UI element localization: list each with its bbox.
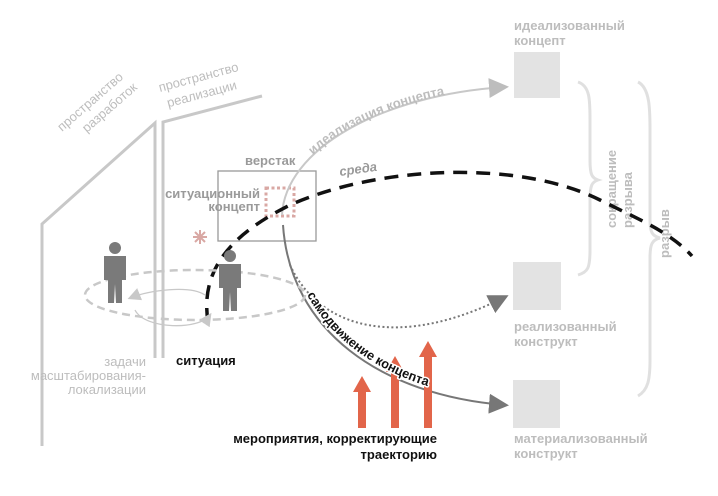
situational-concept-marker: [264, 186, 296, 218]
self-motion-label: самодвижение концепта: [304, 289, 432, 389]
gap-brace: [637, 80, 661, 398]
situation-ellipse: [83, 268, 307, 322]
dev-space-label: пространстворазработок: [54, 66, 140, 147]
asterisk-icon: [193, 230, 207, 244]
person-icon: [219, 250, 241, 311]
impl-space-wall: [161, 94, 263, 358]
red-arrow-3: [419, 341, 437, 428]
gap-reduction-brace: [577, 80, 603, 277]
corrective-arrows: [353, 341, 437, 428]
environment-label: среда: [338, 159, 378, 179]
workbench-label: верстак: [245, 153, 296, 168]
situation-label: ситуация: [176, 353, 236, 368]
workbench-box: [217, 170, 317, 242]
person-icon: [104, 242, 126, 303]
realization-dotted-arrow: [289, 264, 509, 329]
environment-curve: [205, 170, 694, 323]
red-arrow-2: [386, 356, 404, 428]
cycle-arrow-left: [127, 288, 206, 301]
gap-label: разрыв: [657, 209, 672, 258]
idealized-concept-box: [514, 52, 560, 98]
materialized-construct-box: [513, 380, 560, 428]
idealization-label: идеализация концепта: [305, 83, 446, 157]
realized-construct-box: [513, 262, 561, 310]
red-arrow-1: [353, 376, 371, 428]
cycle-arrow-right: [134, 309, 212, 328]
dev-space-wall: [40, 119, 157, 446]
